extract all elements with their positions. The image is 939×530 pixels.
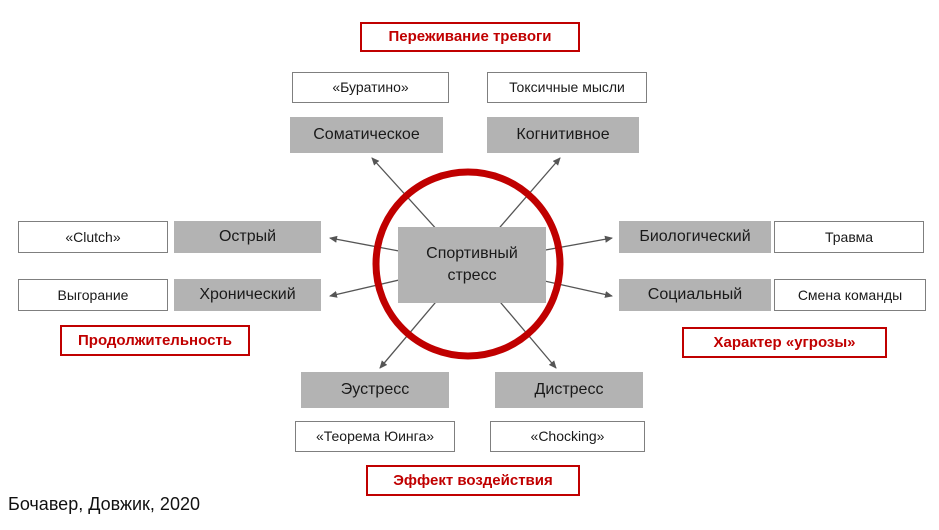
node-distress: Дистресс [495, 372, 643, 408]
center-node-sport-stress: Спортивный стресс [398, 227, 546, 303]
category-impact-effect: Эффект воздействия [366, 465, 580, 496]
node-cognitive: Когнитивное [487, 117, 639, 153]
center-red-circle [372, 168, 564, 360]
example-jung-theorem: «Теорема Юинга» [295, 421, 455, 452]
example-clutch: «Clutch» [18, 221, 168, 253]
node-somatic: Соматическое [290, 117, 443, 153]
category-anxiety-experience: Переживание тревоги [360, 22, 580, 52]
node-social: Социальный [619, 279, 771, 311]
example-toxic-thoughts: Токсичные мысли [487, 72, 647, 103]
category-duration: Продолжительность [60, 325, 250, 356]
node-acute: Острый [174, 221, 321, 253]
citation-text: Бочавер, Довжик, 2020 [8, 494, 200, 514]
example-chocking: «Chocking» [490, 421, 645, 452]
node-eustress: Эустресс [301, 372, 449, 408]
node-chronic: Хронический [174, 279, 321, 311]
node-biological: Биологический [619, 221, 771, 253]
category-threat-character: Характер «угрозы» [682, 327, 887, 358]
example-trauma: Травма [774, 221, 924, 253]
example-burnout: Выгорание [18, 279, 168, 311]
example-buratino: «Буратино» [292, 72, 449, 103]
example-team-change: Смена команды [774, 279, 926, 311]
